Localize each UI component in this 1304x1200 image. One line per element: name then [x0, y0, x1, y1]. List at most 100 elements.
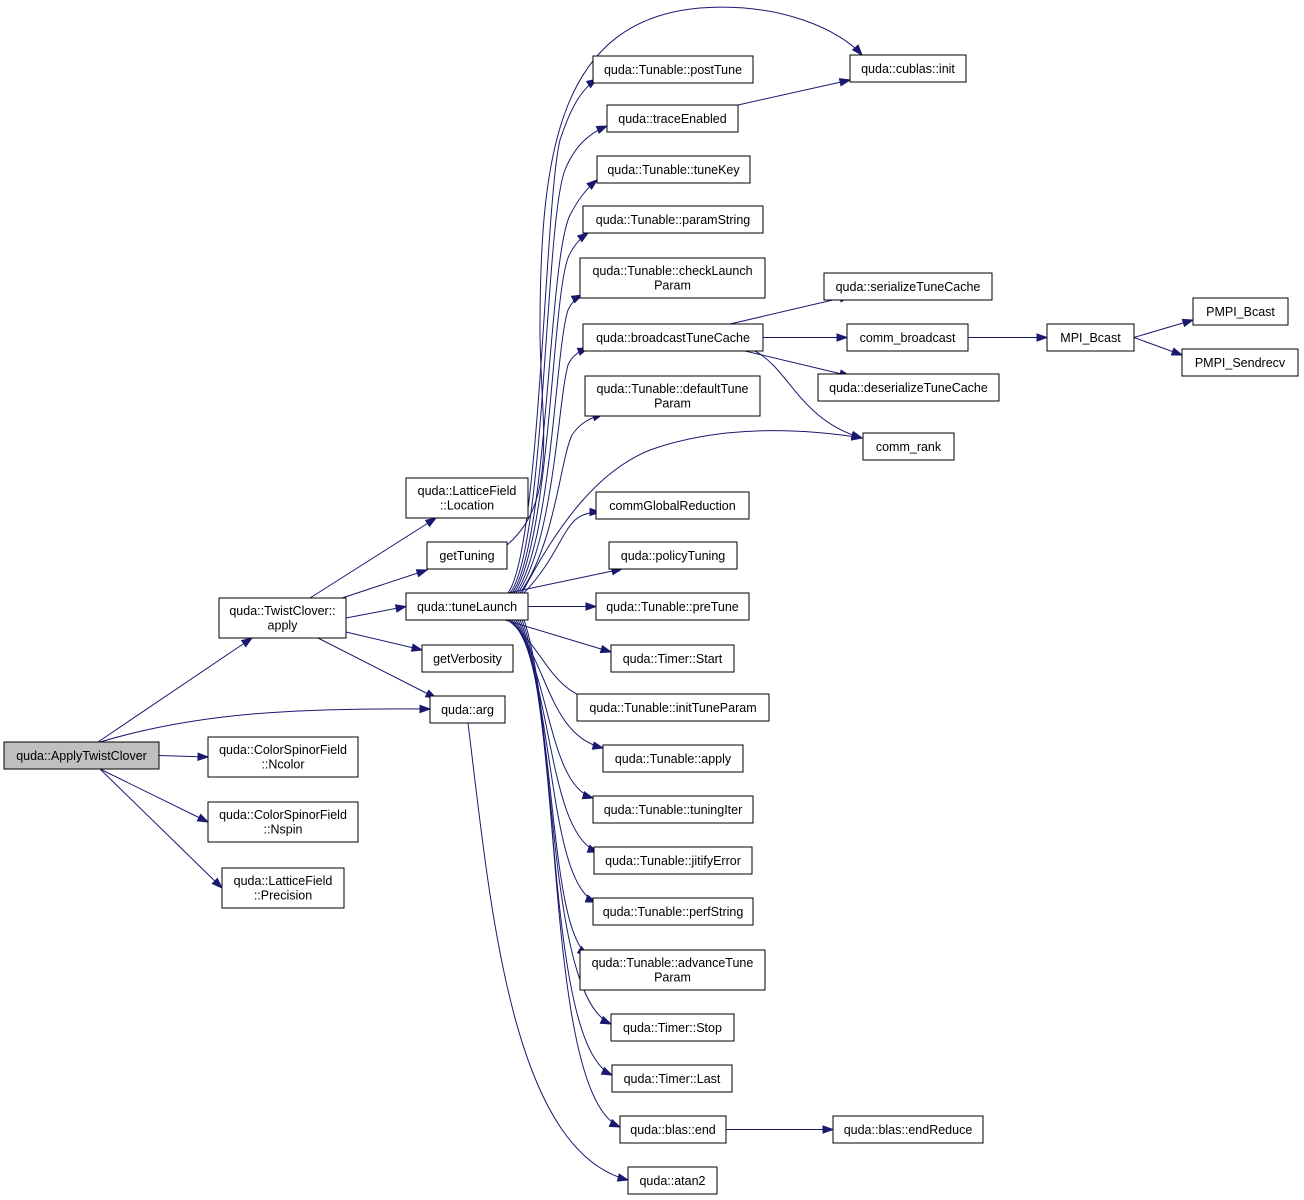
- node-box: [610, 644, 735, 673]
- node-label: quda::traceEnabled: [618, 112, 726, 126]
- node-get-verbosity[interactable]: getVerbosity: [421, 644, 514, 673]
- node-atan2[interactable]: quda::atan2: [627, 1166, 718, 1195]
- node-box: [221, 867, 345, 909]
- node-label: commGlobalReduction: [609, 499, 735, 513]
- node-label: quda::Tunable::paramString: [596, 213, 751, 227]
- node-apply-twist-clover[interactable]: quda::ApplyTwistClover: [3, 741, 160, 770]
- call-edge-tune_launch-to-timer_start: [504, 619, 613, 654]
- call-edge-arg-to-atan2: [467, 722, 630, 1182]
- node-timer-stop[interactable]: quda::Timer::Stop: [610, 1013, 735, 1042]
- node-blas-end-reduce[interactable]: quda::blas::endReduce: [832, 1115, 984, 1144]
- node-box: [421, 644, 514, 673]
- node-label: quda::ApplyTwistClover: [16, 749, 147, 763]
- node-deserialize-tune-cache[interactable]: quda::deserializeTuneCache: [817, 373, 1000, 402]
- call-edge-tune_launch-to-param_string: [513, 232, 590, 594]
- node-jitify-error[interactable]: quda::Tunable::jitifyError: [593, 846, 753, 875]
- call-edge-broadcast_tune_cache-to-comm_broadcast: [763, 333, 849, 342]
- node-param-string[interactable]: quda::Tunable::paramString: [582, 205, 764, 234]
- node-twist-clover-apply[interactable]: quda::TwistClover::apply: [218, 597, 347, 639]
- node-pmpi-bcast[interactable]: PMPI_Bcast: [1192, 297, 1289, 326]
- node-label: quda::LatticeField: [234, 874, 333, 888]
- node-label: quda::blas::end: [630, 1123, 716, 1137]
- node-comm-broadcast[interactable]: comm_broadcast: [846, 323, 969, 352]
- node-label: ::Ncolor: [261, 758, 304, 772]
- node-label: ::Precision: [254, 889, 312, 903]
- node-label: quda::LatticeField: [418, 484, 517, 498]
- node-box: [592, 897, 754, 926]
- node-box: [823, 272, 993, 301]
- call-edge-tune_launch-to-jitify_error: [513, 619, 600, 853]
- node-comm-global-reduction[interactable]: commGlobalReduction: [595, 491, 750, 520]
- call-edge-twist_clover_apply-to-get_tuning: [341, 569, 429, 599]
- node-label: quda::Timer::Stop: [623, 1021, 722, 1035]
- node-box: [817, 373, 1000, 402]
- node-csf-nspin[interactable]: quda::ColorSpinorField::Nspin: [207, 801, 359, 843]
- node-tune-launch[interactable]: quda::tuneLaunch: [405, 592, 529, 621]
- node-box: [862, 432, 955, 461]
- node-tune-key[interactable]: quda::Tunable::tuneKey: [596, 155, 751, 184]
- node-box: [595, 491, 750, 520]
- node-box: [619, 1115, 727, 1144]
- node-policy-tuning[interactable]: quda::policyTuning: [608, 541, 738, 570]
- call-edge-twist_clover_apply-to-get_verbosity: [345, 631, 424, 652]
- call-edge-apply_twist_clover-to-twist_clover_apply: [97, 637, 254, 743]
- node-label: PMPI_Sendrecv: [1195, 356, 1286, 370]
- node-label: comm_rank: [876, 440, 942, 454]
- node-lf-location[interactable]: quda::LatticeField::Location: [405, 477, 529, 519]
- node-label: getTuning: [439, 549, 494, 563]
- node-arg[interactable]: quda::arg: [429, 695, 506, 724]
- node-box: [3, 741, 160, 770]
- call-edge-tune_launch-to-comm_global_reduction: [523, 507, 602, 594]
- node-label: quda::Tunable::preTune: [606, 600, 739, 614]
- node-perf-string[interactable]: quda::Tunable::perfString: [592, 897, 754, 926]
- node-tuning-iter[interactable]: quda::Tunable::tuningIter: [592, 795, 754, 824]
- node-serialize-tune-cache[interactable]: quda::serializeTuneCache: [823, 272, 993, 301]
- call-edge-apply_twist_clover-to-arg: [99, 704, 432, 743]
- node-box: [579, 949, 766, 991]
- node-post-tune[interactable]: quda::Tunable::postTune: [592, 55, 754, 84]
- node-blas-end[interactable]: quda::blas::end: [619, 1115, 727, 1144]
- call-edge-mpi_bcast-to-pmpi_sendrecv: [1133, 337, 1184, 356]
- node-box: [579, 257, 766, 299]
- node-label: quda::Tunable::perfString: [603, 905, 744, 919]
- call-edge-tune_launch-to-perf_string: [515, 619, 598, 903]
- node-timer-start[interactable]: quda::Timer::Start: [610, 644, 735, 673]
- node-box: [576, 693, 770, 722]
- node-broadcast-tune-cache[interactable]: quda::broadcastTuneCache: [582, 323, 764, 352]
- call-edge-mpi_bcast-to-pmpi_bcast: [1133, 318, 1195, 338]
- node-label: quda::policyTuning: [621, 549, 726, 563]
- node-box: [207, 736, 359, 778]
- node-label: quda::arg: [441, 703, 494, 717]
- node-lf-precision[interactable]: quda::LatticeField::Precision: [221, 867, 345, 909]
- call-edge-apply_twist_clover-to-csf_ncolor: [158, 752, 210, 761]
- node-box: [405, 477, 529, 519]
- node-label: quda::tuneLaunch: [417, 600, 517, 614]
- node-timer-last[interactable]: quda::Timer::Last: [611, 1064, 733, 1093]
- node-label: PMPI_Bcast: [1206, 305, 1275, 319]
- call-edge-get_tuning-to-cublas_init: [506, 6, 863, 546]
- node-csf-ncolor[interactable]: quda::ColorSpinorField::Ncolor: [207, 736, 359, 778]
- node-box: [207, 801, 359, 843]
- node-get-tuning[interactable]: getTuning: [426, 541, 508, 570]
- node-tunable-apply[interactable]: quda::Tunable::apply: [602, 744, 744, 773]
- node-box: [426, 541, 508, 570]
- node-init-tune-param[interactable]: quda::Tunable::initTuneParam: [576, 693, 770, 722]
- node-box: [582, 205, 764, 234]
- node-comm-rank[interactable]: comm_rank: [862, 432, 955, 461]
- node-box: [627, 1166, 718, 1195]
- node-mpi-bcast[interactable]: MPI_Bcast: [1046, 323, 1135, 352]
- node-trace-enabled[interactable]: quda::traceEnabled: [606, 104, 739, 133]
- node-pmpi-sendrecv[interactable]: PMPI_Sendrecv: [1181, 348, 1299, 377]
- node-box: [846, 323, 969, 352]
- node-box: [596, 155, 751, 184]
- node-label: ::Location: [440, 499, 494, 513]
- node-label: quda::Tunable::checkLaunch: [592, 264, 752, 278]
- call-edge-comm_broadcast-to-mpi_bcast: [968, 333, 1049, 342]
- node-label: MPI_Bcast: [1060, 331, 1121, 345]
- node-pre-tune[interactable]: quda::Tunable::preTune: [595, 592, 750, 621]
- node-cublas-init[interactable]: quda::cublas::init: [849, 54, 967, 83]
- node-label: Param: [654, 397, 691, 411]
